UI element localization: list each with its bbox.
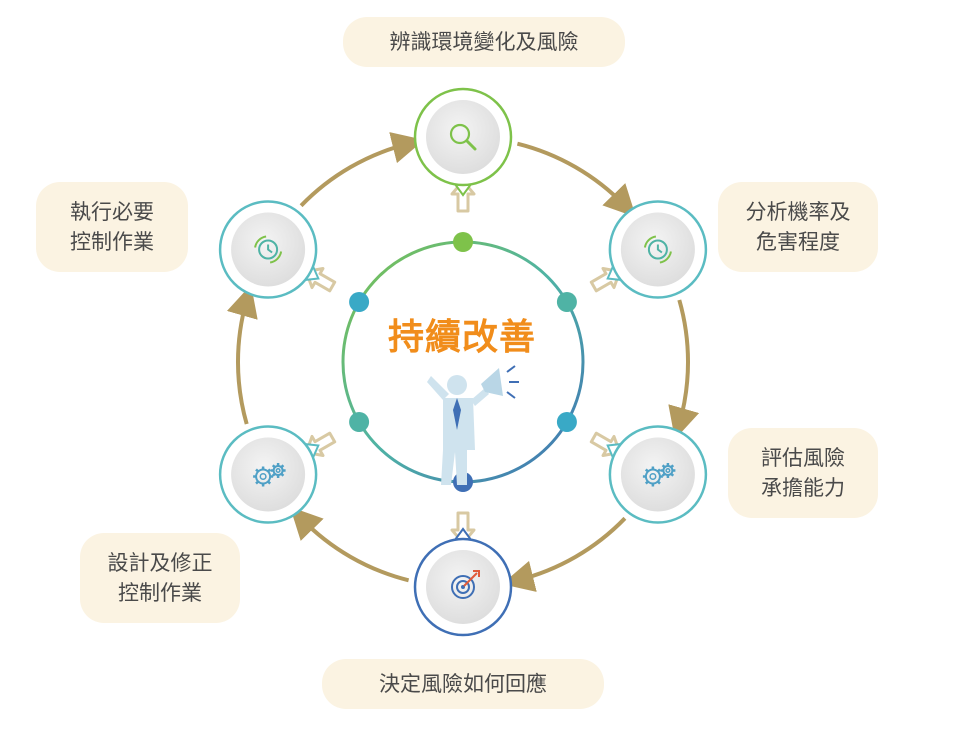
cycle-arrow (289, 506, 410, 583)
gears-icon (642, 463, 676, 487)
node-disc (426, 100, 500, 174)
clock-icon (254, 235, 283, 264)
cycle-arrow (226, 284, 258, 425)
ring-dot (556, 412, 577, 432)
node-disc (231, 437, 306, 512)
person-megaphone-icon (427, 365, 519, 485)
cycle-arrow (501, 516, 627, 592)
ring-dot (349, 412, 370, 432)
cycle-arrow (668, 299, 700, 440)
step-node (218, 200, 320, 299)
step-label-design-controls: 設計及修正 控制作業 (80, 533, 240, 623)
clock-icon (643, 235, 672, 264)
step-node (606, 200, 708, 299)
step-node (413, 527, 513, 637)
step-label-execute-controls: 執行必要 控制作業 (36, 182, 188, 272)
cycle-arrow (299, 132, 425, 208)
step-node (606, 425, 708, 524)
step-label-identify-risk: 辨識環境變化及風險 (343, 17, 625, 67)
target-icon (451, 570, 480, 599)
magnifier-icon (449, 123, 477, 151)
step-label-assess-capacity: 評估風險 承擔能力 (728, 428, 878, 518)
step-node (413, 87, 513, 197)
step-label-decide-response: 決定風險如何回應 (322, 659, 604, 709)
step-label-analyze-probability: 分析機率及 危害程度 (718, 182, 878, 272)
step-node (218, 425, 320, 524)
gears-icon (253, 463, 286, 487)
center-title: 持續改善 (387, 317, 536, 358)
ring-dot (453, 232, 473, 252)
ring-dot (556, 292, 577, 312)
ring-dot (349, 292, 370, 312)
cycle-arrows (226, 132, 700, 592)
step-nodes (218, 87, 708, 637)
node-disc (620, 437, 695, 512)
cycle-arrow (516, 141, 637, 218)
